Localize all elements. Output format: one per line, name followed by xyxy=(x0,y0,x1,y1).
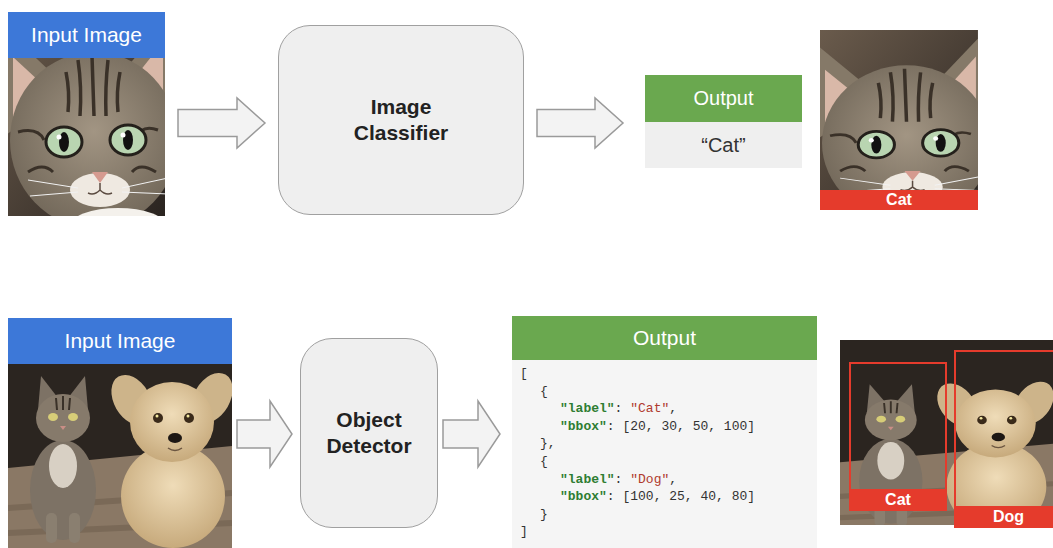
class-label: Cat xyxy=(886,190,912,210)
panel-header: Input Image xyxy=(8,318,232,364)
process-box: Image Classifier xyxy=(278,25,524,215)
class-label: Cat xyxy=(881,489,915,511)
result-cat-photo xyxy=(820,30,978,210)
code-line: { xyxy=(520,453,809,471)
input-pets-photo xyxy=(8,318,241,548)
panel-header: Input Image xyxy=(8,12,165,58)
class-label-bar: Cat xyxy=(820,190,978,210)
label-band: Dog xyxy=(954,506,1053,528)
label-band: Cat xyxy=(849,489,947,511)
image-panel: Input Image xyxy=(8,12,165,216)
block-arrow xyxy=(237,401,292,467)
result-pets-image xyxy=(840,340,1053,525)
code-line: { xyxy=(520,383,809,401)
image-panel: Input Image xyxy=(8,318,232,548)
code-line: "bbox": [100, 25, 40, 80] xyxy=(520,488,809,506)
input-cat-photo xyxy=(3,12,178,244)
class-label: Dog xyxy=(989,506,1028,528)
code-line: ] xyxy=(520,523,809,541)
code-line: [ xyxy=(520,365,809,383)
code-output-box: Output[{"label": "Cat","bbox": [20, 30, … xyxy=(512,316,817,548)
bounding-box: Dog xyxy=(954,350,1053,528)
code-line: }, xyxy=(520,435,809,453)
code-panel: [{"label": "Cat","bbox": [20, 30, 50, 10… xyxy=(512,360,817,548)
result-cat-image xyxy=(820,30,978,210)
block-arrow xyxy=(443,401,500,467)
code-line: "label": "Dog", xyxy=(520,471,809,489)
output-value: “Cat” xyxy=(645,122,802,168)
output-header: Output xyxy=(645,75,802,122)
output-header: Output xyxy=(512,316,817,360)
result-pets-photo xyxy=(840,340,1053,525)
process-label: Object Detector xyxy=(311,407,427,460)
process-box: Object Detector xyxy=(300,338,438,528)
block-arrow xyxy=(537,98,623,148)
code-line: } xyxy=(520,506,809,524)
output-box: Output“Cat” xyxy=(645,75,802,168)
bounding-box: Cat xyxy=(849,362,947,511)
code-line: "bbox": [20, 30, 50, 100] xyxy=(520,418,809,436)
process-label: Image Classifier xyxy=(342,94,460,147)
code-line: "label": "Cat", xyxy=(520,400,809,418)
block-arrow xyxy=(178,98,265,148)
